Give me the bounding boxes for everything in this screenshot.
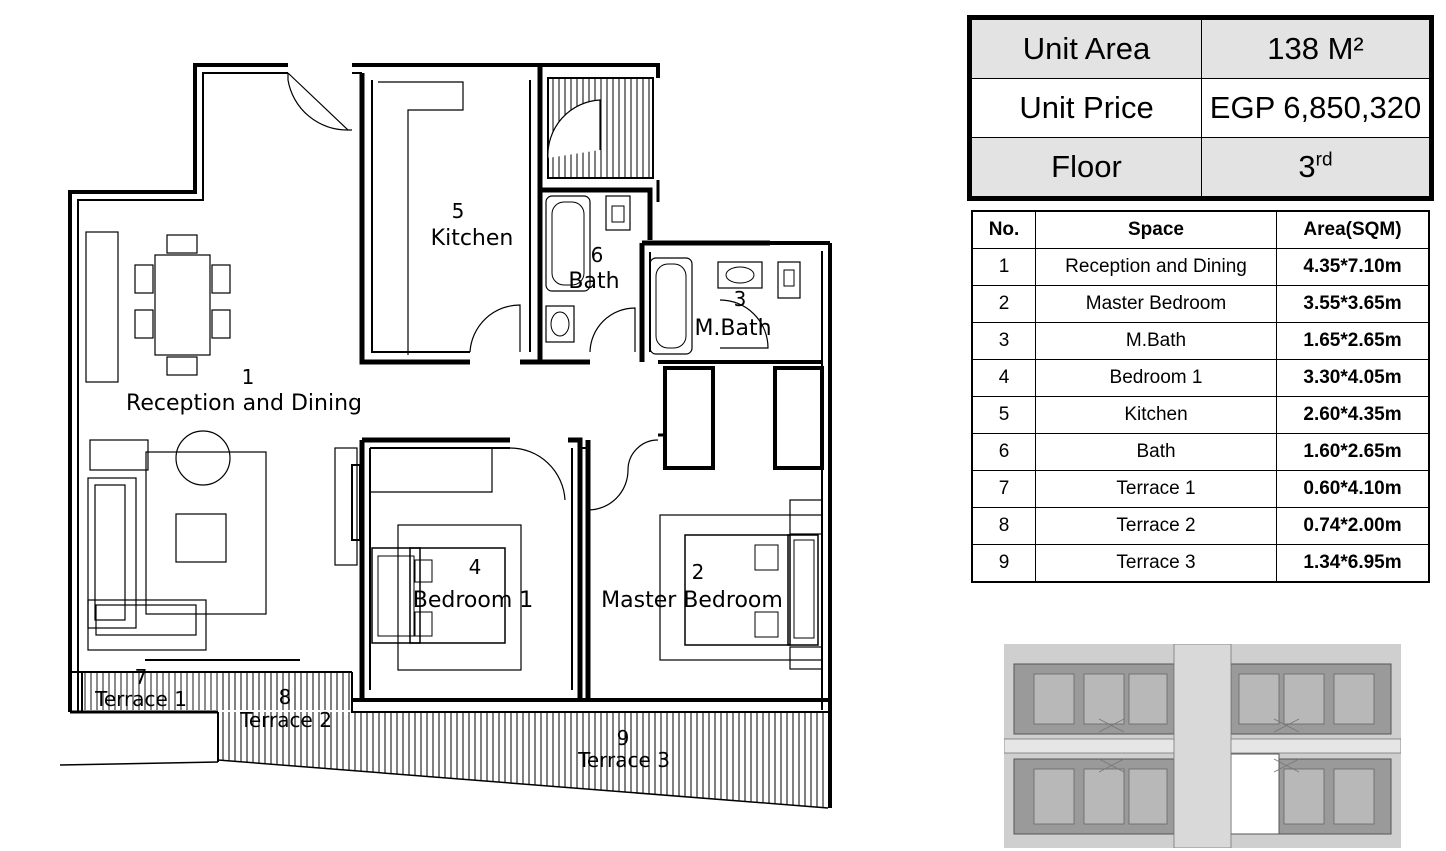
bath-room (540, 187, 653, 365)
summary-row: Unit Price EGP 6,850,320 (969, 78, 1432, 138)
cell-space: M.Bath (1035, 322, 1277, 360)
cell-area: 0.60*4.10m (1276, 470, 1430, 508)
col-header-space: Space (1035, 210, 1277, 249)
room-3-label: M.Bath (694, 316, 771, 341)
room-1-number: 1 (242, 365, 255, 389)
cell-area: 3.30*4.05m (1276, 359, 1430, 397)
room-2-label: Master Bedroom (601, 588, 783, 613)
cell-area: 4.35*7.10m (1276, 248, 1430, 286)
terrace-2-number: 8 (279, 685, 292, 709)
terrace-1-label: Terrace 1 (94, 687, 187, 711)
cell-no: 9 (971, 544, 1036, 583)
room-6-number: 6 (591, 243, 604, 267)
col-header-no: No. (971, 210, 1036, 249)
room-1-label: Reception and Dining (126, 391, 362, 416)
floor-suffix: rd (1315, 149, 1333, 171)
master-bedroom (580, 440, 823, 700)
cell-area: 2.60*4.35m (1276, 396, 1430, 434)
terrace-2-label: Terrace 2 (239, 708, 332, 732)
room-4-label: Bedroom 1 (413, 588, 534, 613)
cell-no: 4 (971, 359, 1036, 397)
summary-value: EGP 6,850,320 (1201, 78, 1432, 138)
cell-space: Bath (1035, 433, 1277, 471)
cell-no: 6 (971, 433, 1036, 471)
cell-space: Terrace 2 (1035, 507, 1277, 545)
cell-space: Reception and Dining (1035, 248, 1277, 286)
cell-area: 1.34*6.95m (1276, 544, 1430, 583)
room-5-number: 5 (452, 199, 465, 223)
entrance-door (287, 73, 352, 131)
terrace-hatching (82, 672, 828, 808)
floor-number: 3 (1298, 149, 1316, 184)
cell-area: 1.65*2.65m (1276, 322, 1430, 360)
summary-value: 3rd (1201, 137, 1432, 199)
room-3-number: 3 (734, 287, 747, 311)
summary-label: Floor (969, 137, 1202, 199)
cell-space: Terrace 3 (1035, 544, 1277, 583)
summary-label: Unit Price (969, 78, 1202, 138)
room-6-label: Bath (568, 269, 619, 294)
cell-space: Bedroom 1 (1035, 359, 1277, 397)
cell-no: 2 (971, 285, 1036, 323)
cell-space: Terrace 1 (1035, 470, 1277, 508)
room-4-number: 4 (469, 555, 482, 579)
wardrobes (627, 366, 824, 471)
cell-no: 5 (971, 396, 1036, 434)
key-plan (1004, 644, 1401, 848)
cell-space: Master Bedroom (1035, 285, 1277, 323)
terrace-1-number: 7 (135, 665, 148, 689)
summary-row: Floor 3rd (969, 137, 1432, 199)
cell-area: 1.60*2.65m (1276, 433, 1430, 471)
cell-area: 0.74*2.00m (1276, 507, 1430, 545)
master-bath (639, 240, 822, 364)
bedroom-1 (334, 437, 583, 700)
floor-plan: 1 Reception and Dining 5 Kitchen 6 Bath … (59, 63, 832, 809)
reception-furniture (85, 231, 267, 651)
cell-space: Kitchen (1035, 396, 1277, 434)
summary-label: Unit Area (969, 17, 1202, 79)
cell-no: 7 (971, 470, 1036, 508)
unit-summary-table: Unit Area 138 M² Unit Price EGP 6,850,32… (967, 15, 1434, 201)
summary-row: Unit Area 138 M² (969, 17, 1432, 79)
terrace-3-number: 9 (617, 726, 630, 750)
stairs (547, 77, 654, 179)
room-5-label: Kitchen (431, 226, 514, 251)
terrace-3-label: Terrace 3 (577, 748, 670, 772)
cell-no: 1 (971, 248, 1036, 286)
col-header-area: Area(SQM) (1276, 210, 1430, 249)
cell-no: 8 (971, 507, 1036, 545)
room-2-number: 2 (692, 560, 705, 584)
table-header-row: No. Space Area(SQM) (971, 210, 1430, 249)
cell-no: 3 (971, 322, 1036, 360)
cell-area: 3.55*3.65m (1276, 285, 1430, 323)
summary-value: 138 M² (1201, 17, 1432, 79)
